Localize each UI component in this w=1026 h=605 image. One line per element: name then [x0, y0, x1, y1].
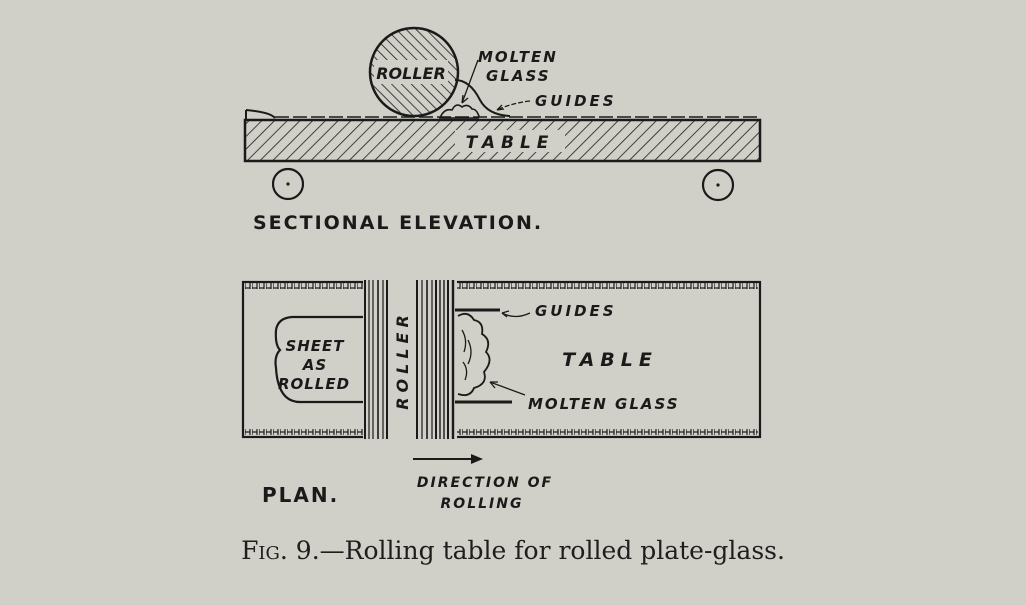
sheet-label-line1: SHEET	[285, 337, 345, 355]
guide-profile	[454, 79, 511, 117]
roller-plan-label: ROLLER	[393, 310, 412, 410]
wheel-right	[701, 168, 735, 202]
sheet-label-line2: AS	[302, 356, 327, 374]
molten-glass-plan	[457, 312, 491, 397]
rolled-sheet-outline	[274, 315, 365, 404]
direction-label-line1: DIRECTION OF	[417, 475, 553, 491]
roller-plan	[363, 280, 457, 439]
table-label: TABLE	[466, 133, 555, 153]
figure-number: Fig. 9.	[241, 536, 320, 565]
molten-glass-plan-label: MOLTEN GLASS	[528, 395, 680, 413]
table-plan	[241, 280, 762, 439]
sectional-elevation-title: SECTIONAL ELEVATION.	[253, 212, 543, 234]
direction-label-line2: ROLLING	[441, 496, 524, 512]
guides-plan-label: GUIDES	[535, 302, 617, 320]
sheet-label-line3: ROLLED	[278, 375, 350, 393]
figure-caption-text: —Rolling table for rolled plate-glass.	[319, 536, 785, 565]
plan-title: PLAN.	[262, 483, 339, 507]
guides-label: GUIDES	[535, 92, 617, 110]
roller-label: ROLLER	[376, 64, 446, 83]
plan-view: SHEET AS ROLLED ROLLER	[241, 280, 762, 512]
molten-glass-label-line1: MOLTEN	[478, 48, 558, 66]
sectional-elevation: ROLLER MOLTEN GLASS GUIDES TABLE SECTION…	[243, 26, 762, 234]
molten-glass-blob	[438, 104, 480, 119]
wheel-left	[271, 167, 305, 201]
table-plan-label: TABLE	[562, 349, 658, 371]
figure-caption: Fig. 9.—Rolling table for rolled plate-g…	[0, 536, 1026, 565]
molten-glass-label-line2: GLASS	[486, 67, 551, 85]
